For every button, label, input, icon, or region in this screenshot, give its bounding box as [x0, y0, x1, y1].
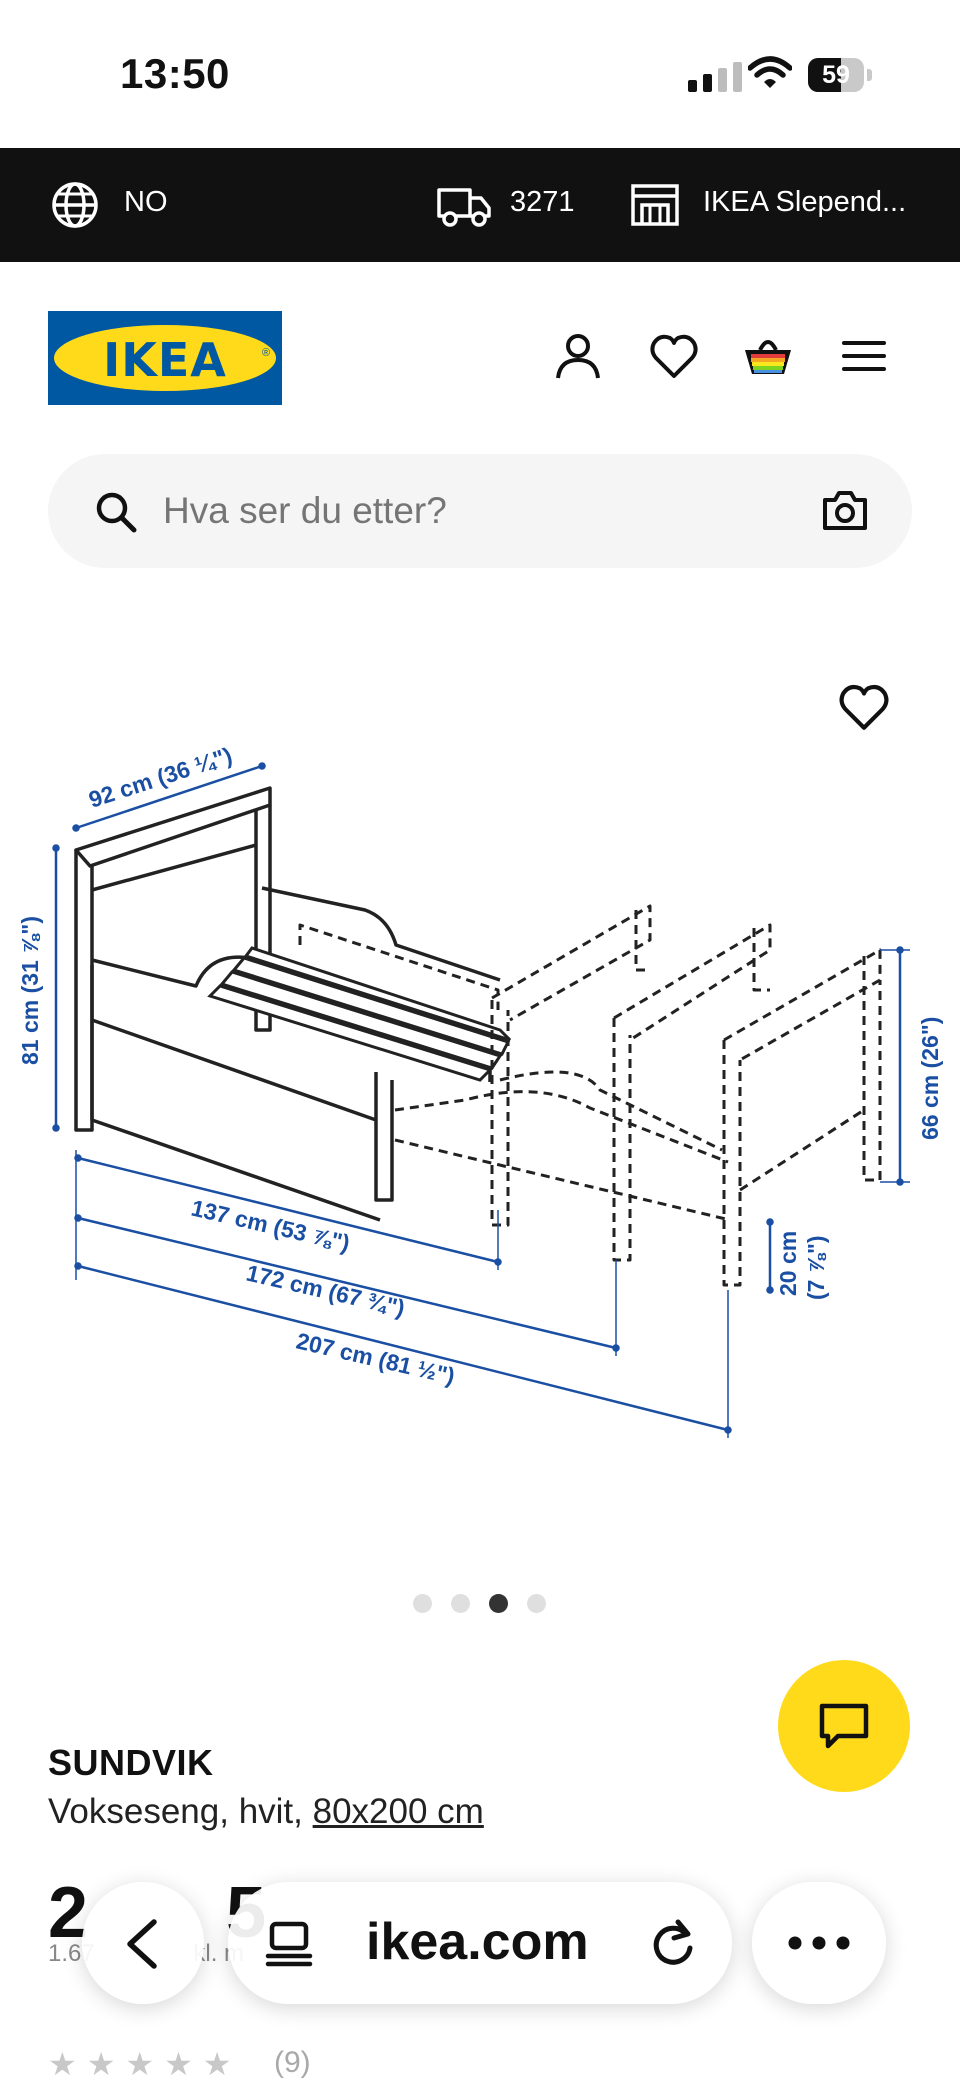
- basket-icon[interactable]: [742, 330, 794, 382]
- dim-length-long: 207 cm (81 ½"): [294, 1328, 457, 1390]
- postcode-selector[interactable]: 3271: [510, 186, 575, 218]
- logo-text: IKEA: [103, 333, 227, 387]
- profile-icon[interactable]: [552, 330, 604, 382]
- top-strip: NO 3271 IKEA Slepend...: [0, 148, 960, 262]
- product-size-link[interactable]: 80x200 cm: [312, 1792, 484, 1831]
- dim-leg-cm: 20 cm: [775, 1231, 801, 1296]
- camera-icon[interactable]: [822, 488, 868, 532]
- reload-icon[interactable]: [648, 1918, 698, 1970]
- star-icon: ★: [48, 2046, 77, 2082]
- product-dimension-image: 92 cm (36 ¼") 81 cm (31 ⅞") 137 cm (53 ⅞…: [17, 742, 943, 1438]
- carousel-dot-1[interactable]: [413, 1594, 432, 1613]
- more-icon: [788, 1936, 850, 1950]
- product-name: SUNDVIK: [48, 1742, 214, 1783]
- tabs-icon[interactable]: [264, 1920, 314, 1968]
- signal-icon: [688, 62, 742, 92]
- price-start: 2: [48, 1873, 89, 1953]
- heart-icon[interactable]: [648, 330, 700, 382]
- dim-width: 92 cm (36 ¼"): [86, 742, 236, 813]
- store-selector[interactable]: IKEA Slepend...: [703, 186, 907, 218]
- rating-stars[interactable]: ★ ★ ★ ★ ★: [48, 2045, 231, 2083]
- back-icon: [127, 1919, 157, 1969]
- dim-leg-in: (7 ⅞"): [803, 1235, 829, 1300]
- search-input[interactable]: [163, 490, 723, 532]
- ikea-logo[interactable]: IKEA ®: [48, 311, 282, 405]
- status-time: 13:50: [120, 50, 230, 97]
- menu-icon[interactable]: [838, 330, 890, 382]
- chat-icon: [819, 1703, 869, 1749]
- country-selector[interactable]: NO: [124, 186, 168, 218]
- wifi-icon: [748, 56, 792, 88]
- back-button[interactable]: [82, 1882, 204, 2004]
- globe-icon[interactable]: [50, 180, 100, 230]
- store-icon[interactable]: [630, 183, 680, 227]
- truck-icon[interactable]: [436, 184, 492, 228]
- product-description: Vokseseng, hvit, 80x200 cm: [48, 1792, 484, 1832]
- battery-level: 59: [822, 61, 850, 89]
- url-domain[interactable]: ikea.com: [366, 1913, 589, 1971]
- search-icon[interactable]: [94, 490, 138, 534]
- dim-length-short: 137 cm (53 ⅞"): [189, 1195, 352, 1257]
- product-type: Vokseseng, hvit,: [48, 1792, 303, 1831]
- review-count[interactable]: (9): [274, 2046, 311, 2079]
- address-bar[interactable]: [228, 1882, 732, 2004]
- dim-side-height: 66 cm (26"): [917, 1017, 943, 1140]
- dim-height: 81 cm (31 ⅞"): [17, 916, 43, 1065]
- carousel-dot-4[interactable]: [527, 1594, 546, 1613]
- search-bar[interactable]: [48, 454, 912, 568]
- carousel-dot-3[interactable]: [489, 1594, 508, 1613]
- star-icon: ★: [164, 2046, 193, 2082]
- carousel-dot-2[interactable]: [451, 1594, 470, 1613]
- half-star-icon: ★: [202, 2046, 232, 2082]
- chat-button[interactable]: [778, 1660, 910, 1792]
- battery-icon: 59: [808, 58, 872, 92]
- star-icon: ★: [125, 2046, 155, 2082]
- more-button[interactable]: [752, 1882, 886, 2004]
- favorite-heart-icon[interactable]: [834, 680, 894, 734]
- dim-length-mid: 172 cm (67 ¾"): [244, 1260, 407, 1322]
- star-icon: ★: [86, 2046, 116, 2082]
